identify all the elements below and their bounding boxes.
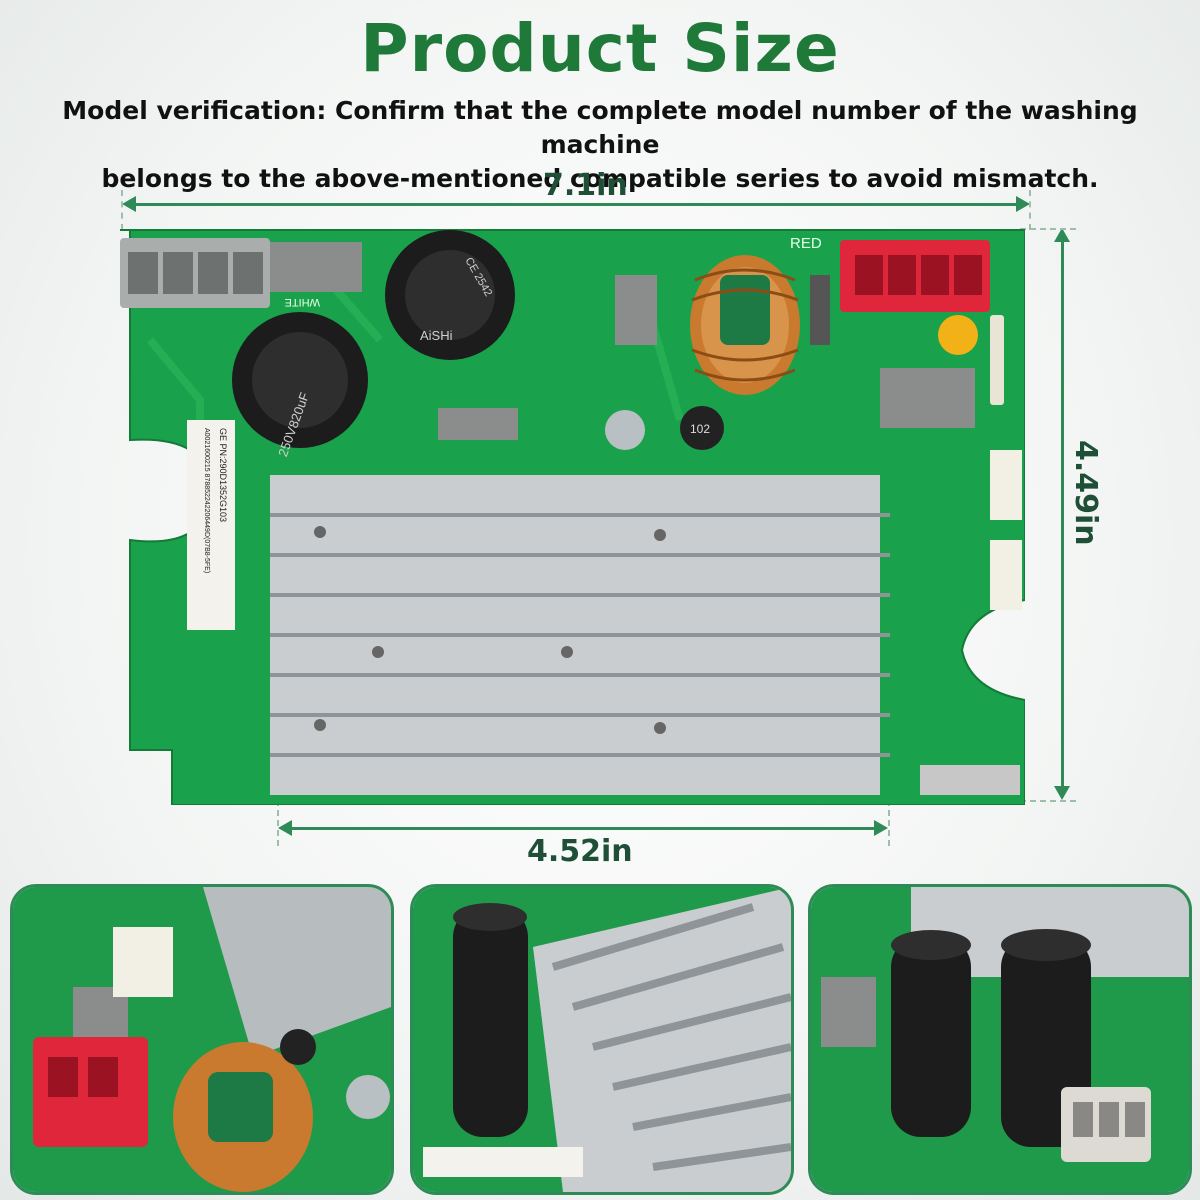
width-guide-left [121, 190, 123, 230]
copper-inductor [690, 255, 800, 395]
note-line-1: Model verification: Confirm that the com… [62, 96, 1138, 159]
red-label: RED [790, 235, 822, 252]
arrow-up-icon [1054, 228, 1070, 242]
page-title: Product Size [360, 10, 840, 87]
heatsink-guide-left [277, 790, 279, 846]
height-guide-bottom [1020, 800, 1076, 802]
aluminum-heatsink [270, 475, 890, 795]
heatsink-guide-right [888, 790, 890, 846]
white-connector-top [990, 450, 1022, 520]
arrow-left-icon [122, 196, 136, 212]
width-dimension-label: 7.1in [543, 168, 628, 203]
heatsink-dimension-label: 4.52in [527, 834, 633, 869]
white-connector-bottom [990, 540, 1022, 610]
film-capacitor [270, 242, 362, 292]
small-inductor [680, 406, 724, 450]
thumbnail-heatsink-closeup [410, 884, 794, 1195]
model-verification-note: Model verification: Confirm that the com… [0, 94, 1200, 196]
capacitor-brand: AiSHi [420, 328, 453, 343]
height-guide-top [1020, 228, 1076, 230]
note-line-2: belongs to the above-mentioned compatibl… [101, 164, 1099, 193]
arrow-right-icon [1016, 196, 1030, 212]
small-capacitor [605, 410, 645, 450]
arrow-down-icon [1054, 786, 1070, 800]
width-arrow-line [132, 203, 1018, 206]
edge-pins [920, 765, 1020, 795]
white-label: WHITE [285, 296, 320, 308]
part-label-sticker [187, 420, 235, 630]
arrow-right-icon [874, 820, 888, 836]
barcode-text: A0021600215 878852242206449D(07B8-5FE) [203, 428, 210, 573]
inductor-code: 102 [690, 422, 710, 436]
heatsink-arrow-line [288, 827, 876, 830]
height-arrow-line [1061, 240, 1064, 788]
arrow-left-icon [278, 820, 292, 836]
thumbnail-inductor-closeup [10, 884, 394, 1195]
control-board-image: WHITE 250V820uF AiSHi CE 2542 RED 102 GE… [120, 229, 1025, 805]
height-dimension-label: 4.49in [1068, 440, 1103, 546]
width-guide-right [1029, 190, 1031, 230]
thumbnail-capacitors-closeup [808, 884, 1192, 1195]
part-number: GE PN:290D1352G103 [218, 428, 228, 522]
